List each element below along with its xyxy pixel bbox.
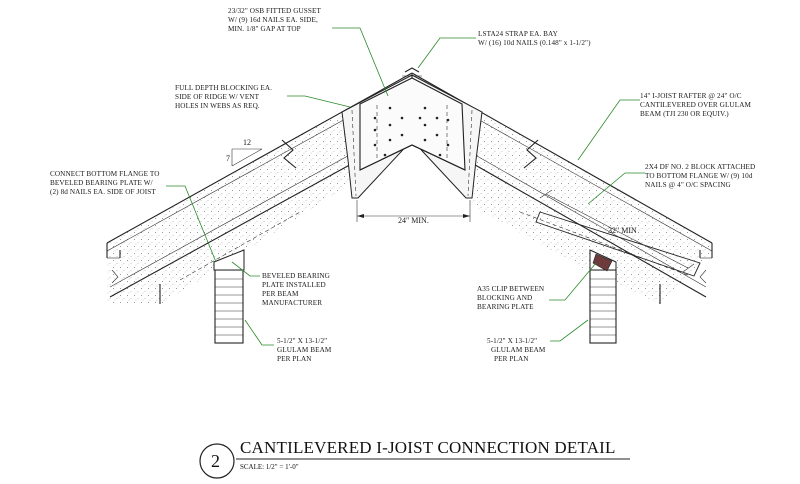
detail-title: CANTILEVERED I-JOIST CONNECTION DETAIL	[240, 438, 616, 457]
pitch-run: 12	[243, 138, 251, 147]
svg-text:MIN. 1/8" GAP AT TOP: MIN. 1/8" GAP AT TOP	[228, 25, 301, 33]
left-glulam-beam	[214, 269, 244, 344]
svg-text:23/32" OSB FITTED GUSSET: 23/32" OSB FITTED GUSSET	[228, 7, 321, 15]
pitch-symbol	[231, 148, 263, 167]
svg-text:W/ (16) 10d NAILS (0.148" x 1-: W/ (16) 10d NAILS (0.148" x 1-1/2")	[478, 39, 591, 47]
a35-clip	[592, 253, 613, 272]
leader-lines	[166, 27, 645, 346]
svg-text:14" I-JOIST RAFTER @ 24" O/C: 14" I-JOIST RAFTER @ 24" O/C	[640, 92, 742, 100]
left-break-line	[281, 139, 297, 169]
note-a35-clip: A35 CLIP BETWEEN BLOCKING AND BEARING PL…	[477, 285, 545, 311]
svg-text:FULL DEPTH BLOCKING EA.: FULL DEPTH BLOCKING EA.	[175, 84, 272, 92]
svg-text:CONNECT BOTTOM FLANGE TO: CONNECT BOTTOM FLANGE TO	[50, 170, 160, 178]
dimension-32-min	[539, 189, 695, 273]
svg-text:NAILS @ 4" O/C SPACING: NAILS @ 4" O/C SPACING	[645, 181, 731, 189]
note-connect-bottom-flange: CONNECT BOTTOM FLANGE TO BEVELED BEARING…	[50, 170, 160, 196]
svg-text:GLULAM BEAM: GLULAM BEAM	[277, 346, 332, 354]
svg-text:GLULAM BEAM: GLULAM BEAM	[491, 346, 546, 354]
right-glulam-beam	[589, 269, 617, 344]
gusset-nails	[373, 106, 450, 157]
svg-text:A35 CLIP BETWEEN: A35 CLIP BETWEEN	[477, 285, 545, 293]
svg-text:MANUFACTURER: MANUFACTURER	[262, 299, 322, 307]
note-lsta24-strap: LSTA24 STRAP EA. BAY W/ (16) 10d NAILS (…	[478, 30, 591, 47]
title-block: 2 CANTILEVERED I-JOIST CONNECTION DETAIL…	[199, 438, 630, 479]
svg-text:2X4 DF NO. 2 BLOCK ATTACHED: 2X4 DF NO. 2 BLOCK ATTACHED	[645, 163, 755, 171]
svg-text:PER BEAM: PER BEAM	[262, 290, 299, 298]
2x4-block	[535, 211, 701, 277]
pitch-rise: 7	[226, 154, 230, 163]
svg-text:TO BOTTOM FLANGE W/ (9) 10d: TO BOTTOM FLANGE W/ (9) 10d	[645, 172, 753, 180]
svg-text:BEARING PLATE: BEARING PLATE	[477, 303, 534, 311]
note-i-joist-rafter: 14" I-JOIST RAFTER @ 24" O/C CANTILEVERE…	[640, 92, 752, 118]
svg-text:BEVELED BEARING: BEVELED BEARING	[262, 272, 330, 280]
svg-text:PER PLAN: PER PLAN	[277, 355, 312, 363]
svg-text:(2) 8d NAILS EA. SIDE OF JOIST: (2) 8d NAILS EA. SIDE OF JOIST	[50, 188, 156, 196]
svg-text:5-1/2" X 13-1/2": 5-1/2" X 13-1/2"	[487, 337, 537, 345]
dimension-24-min-label: 24" MIN.	[398, 216, 429, 225]
svg-text:LSTA24 STRAP EA. BAY: LSTA24 STRAP EA. BAY	[478, 30, 559, 38]
dimension-24-min	[356, 200, 471, 222]
note-beveled-bearing-plate: BEVELED BEARING PLATE INSTALLED PER BEAM…	[262, 272, 330, 307]
detail-number: 2	[211, 451, 220, 471]
svg-text:BLOCKING AND: BLOCKING AND	[477, 294, 532, 302]
note-2x4-block: 2X4 DF NO. 2 BLOCK ATTACHED TO BOTTOM FL…	[645, 163, 755, 189]
note-glulam-left: 5-1/2" X 13-1/2" GLULAM BEAM PER PLAN	[277, 337, 332, 363]
svg-text:PER PLAN: PER PLAN	[494, 355, 529, 363]
svg-text:HOLES IN WEBS AS REQ.: HOLES IN WEBS AS REQ.	[175, 102, 260, 110]
right-break-line	[523, 139, 539, 169]
osb-gusset	[359, 77, 466, 171]
note-glulam-right: 5-1/2" X 13-1/2" GLULAM BEAM PER PLAN	[487, 337, 546, 363]
note-full-depth-blocking: FULL DEPTH BLOCKING EA. SIDE OF RIDGE W/…	[175, 84, 272, 110]
detail-number-circle	[199, 443, 235, 479]
svg-text:BEVELED BEARING PLATE W/: BEVELED BEARING PLATE W/	[50, 179, 153, 187]
svg-text:SIDE OF RIDGE W/ VENT: SIDE OF RIDGE W/ VENT	[175, 93, 260, 101]
svg-text:BEAM (TJI 230 OR EQUIV.): BEAM (TJI 230 OR EQUIV.)	[640, 110, 729, 118]
dimension-32-min-label: 32" MIN	[608, 226, 637, 235]
svg-text:CANTILEVERED OVER GLULAM: CANTILEVERED OVER GLULAM	[640, 101, 752, 109]
svg-text:5-1/2" X 13-1/2": 5-1/2" X 13-1/2"	[277, 337, 327, 345]
note-osb-gusset: 23/32" OSB FITTED GUSSET W/ (9) 16d NAIL…	[228, 7, 321, 33]
svg-text:W/ (9) 16d NAILS EA. SIDE,: W/ (9) 16d NAILS EA. SIDE,	[228, 16, 318, 24]
detail-scale: SCALE: 1/2" = 1'-0"	[240, 463, 299, 471]
lsta24-strap	[402, 67, 422, 77]
svg-text:PLATE INSTALLED: PLATE INSTALLED	[262, 281, 326, 289]
